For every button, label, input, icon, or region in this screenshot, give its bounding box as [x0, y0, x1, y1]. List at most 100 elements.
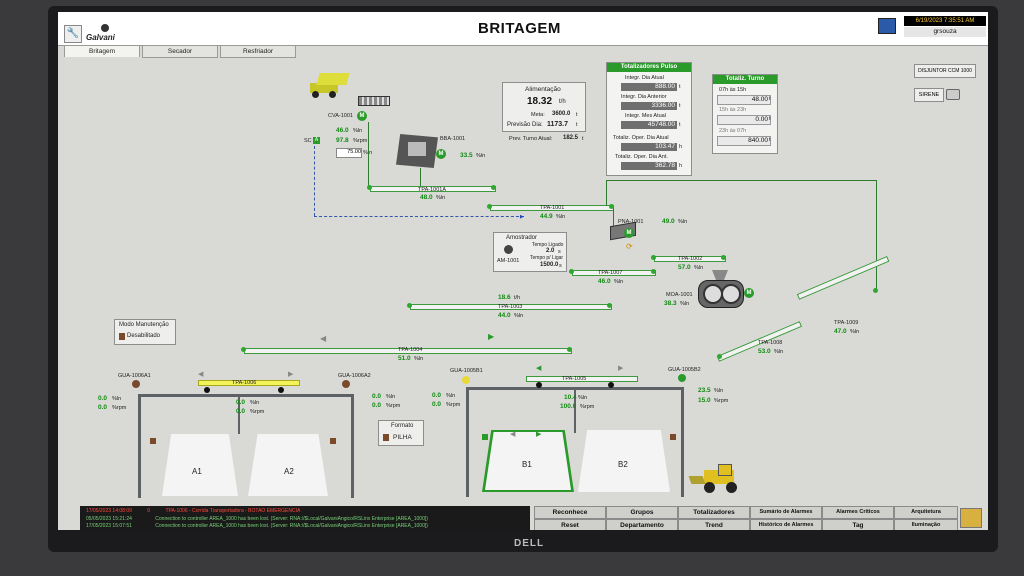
- alarm-row[interactable]: 17/05/2023 15:07:51 Connection to contro…: [86, 523, 428, 529]
- monitor-brand: DELL: [514, 538, 545, 549]
- screen-icon[interactable]: [878, 18, 896, 34]
- desligar-value: 1500.0: [540, 262, 559, 268]
- crusher-window: [408, 142, 426, 156]
- flow-line: [613, 208, 614, 226]
- pulley-icon: [609, 204, 614, 209]
- tpa-1002-name: TPA-1002: [678, 256, 703, 262]
- nav-alarmes-criticos-button[interactable]: Alarmes Críticos: [822, 506, 894, 519]
- hook-icon: ⟳: [626, 242, 633, 251]
- nav-historico-alarmes-button[interactable]: Histórico de Alarmes: [750, 519, 822, 530]
- unit: %ln: [714, 388, 724, 394]
- pulley-icon: [873, 288, 878, 293]
- alarm-panel[interactable]: [80, 506, 530, 530]
- alarm-row[interactable]: 17/05/2023 14:08:09 0 TPA-1006 - Corrida…: [86, 508, 300, 514]
- tpa-1006-v2: 0.0: [236, 408, 246, 415]
- tpa-1003-value: 44.0: [498, 312, 511, 319]
- scada-screen: 🔧 Galvani BRITAGEM 6/19/2023 7:35:51 AM …: [58, 12, 988, 530]
- sampler-icon: [504, 245, 513, 254]
- unit: %rpm: [250, 409, 265, 415]
- amostrador-panel: Amostrador AM-1001 Tempo Ligado 2.0 s Te…: [493, 232, 567, 272]
- manutencao-value: Desabilitado: [127, 333, 161, 339]
- tpa-1006-conveyor[interactable]: [198, 380, 300, 386]
- tpa-1002-value: 57.0: [678, 264, 691, 271]
- bba-motor-icon[interactable]: M: [436, 149, 446, 159]
- cva-motor-icon[interactable]: M: [357, 111, 367, 121]
- nav-grupos-button[interactable]: Grupos: [606, 506, 678, 519]
- sirene-button[interactable]: SIRENE: [914, 88, 944, 102]
- cva-setpoint-input[interactable]: 75.00: [336, 148, 362, 158]
- pulley-icon: [567, 347, 572, 352]
- pile-a1[interactable]: [162, 434, 238, 496]
- prev-turno-label: Prev. Turno Atual:: [509, 136, 553, 142]
- pulley-icon: [569, 269, 574, 274]
- pile-a2[interactable]: [248, 434, 328, 496]
- arrow-right-icon: ▶: [288, 371, 294, 378]
- alarm-row[interactable]: 05/05/2023 15:21:24 Connection to contro…: [86, 516, 428, 522]
- unit: t: [576, 112, 578, 118]
- oper-atual-value: 103.47: [621, 143, 677, 151]
- pna-value: 49.0: [662, 218, 675, 225]
- page-title: BRITAGEM: [478, 20, 561, 37]
- unit: t: [769, 137, 771, 143]
- logo-text: Galvani: [86, 33, 115, 42]
- nav-reconhece-button[interactable]: Reconhece: [534, 506, 606, 519]
- arrow-left-icon: ◀: [320, 334, 327, 343]
- wrench-icon[interactable]: 🔧: [64, 25, 82, 43]
- nav-iluminacao-button[interactable]: Iluminação: [894, 519, 958, 530]
- alarm-text: Connection to controller AREA_1000 has b…: [155, 516, 428, 522]
- formato-panel[interactable]: Formato PILHA: [378, 420, 424, 446]
- pile-a1-label: A1: [192, 467, 202, 476]
- pulley-icon: [607, 303, 612, 308]
- nav-sumario-alarmes-button[interactable]: Sumário de Alarmes: [750, 506, 822, 519]
- tab-resfriador[interactable]: Resfriador: [220, 45, 296, 58]
- tpa-1001a-value: 48.0: [420, 194, 433, 201]
- tab-secador[interactable]: Secador: [142, 45, 218, 58]
- sc-label: SC: [304, 138, 312, 144]
- gua-a2-v2: 0.0: [372, 402, 382, 409]
- label: 15h às 23h: [719, 107, 747, 113]
- alimentacao-panel: Alimentação 18.32 t/h Meta: 3600.0 t Pre…: [502, 82, 586, 132]
- arrow-left-icon: ◀: [510, 431, 516, 438]
- pulley-icon: [367, 185, 372, 190]
- nav-departamento-button[interactable]: Departamento: [606, 519, 678, 530]
- pile-b2[interactable]: [578, 430, 670, 492]
- unit: %rpm: [714, 398, 729, 404]
- turno-panel: Totaliz. Turno 07h às 15h 48.00 t 15h às…: [712, 74, 778, 154]
- nav-totalizadores-button[interactable]: Totalizadores: [678, 506, 750, 519]
- alarm-text: TPA-1006 - Corrida Transportadora - BOTA…: [165, 508, 301, 514]
- unit: t: [679, 84, 681, 90]
- nav-tag-button[interactable]: Tag: [822, 519, 894, 530]
- tpa-1009-value: 47.0: [834, 328, 847, 335]
- nav-arquitetura-button[interactable]: Arquitetura: [894, 506, 958, 519]
- pile-b2-label: B2: [618, 460, 628, 469]
- arrow-right-icon: ▶: [618, 365, 624, 372]
- unit: %ln: [578, 395, 588, 401]
- shed-a-column: [238, 394, 240, 434]
- sc-badge: A: [313, 137, 320, 144]
- tpa-1005-conveyor[interactable]: [526, 376, 638, 382]
- status-badge: [482, 434, 488, 440]
- mes-atual-value: 45748.00: [621, 121, 677, 129]
- cva-name: CVA-1001: [328, 113, 353, 119]
- pulley-icon: [651, 269, 656, 274]
- unit: %ln: [476, 153, 486, 159]
- moa-motor-icon[interactable]: M: [744, 288, 754, 298]
- label: Tempo p/ Ligar: [530, 255, 564, 261]
- disjuntor-button[interactable]: DISJUNTOR CCM 1000: [914, 64, 976, 78]
- help-icon[interactable]: [960, 508, 982, 528]
- siren-icon: [946, 89, 960, 100]
- nav-trend-button[interactable]: Trend: [678, 519, 750, 530]
- tpa-1005-v2: 100.0: [560, 403, 577, 410]
- gua-a2-name: GUA-1006A2: [338, 373, 371, 379]
- manutencao-panel[interactable]: Modo Manutenção Desabilitado: [114, 319, 176, 345]
- tpa-1008-value: 53.0: [758, 348, 771, 355]
- pna-motor-icon[interactable]: M: [624, 228, 634, 238]
- prev-label: Previsão Dia:: [507, 122, 543, 128]
- unit: %ln: [680, 301, 690, 307]
- nav-reset-button[interactable]: Reset: [534, 519, 606, 530]
- tab-britagem[interactable]: Britagem: [64, 45, 140, 57]
- mill-roll-icon: [721, 284, 741, 304]
- unit: %ln: [436, 195, 446, 201]
- tpa-1007-value: 46.0: [598, 278, 611, 285]
- galvani-logo[interactable]: 🔧 Galvani: [64, 24, 128, 44]
